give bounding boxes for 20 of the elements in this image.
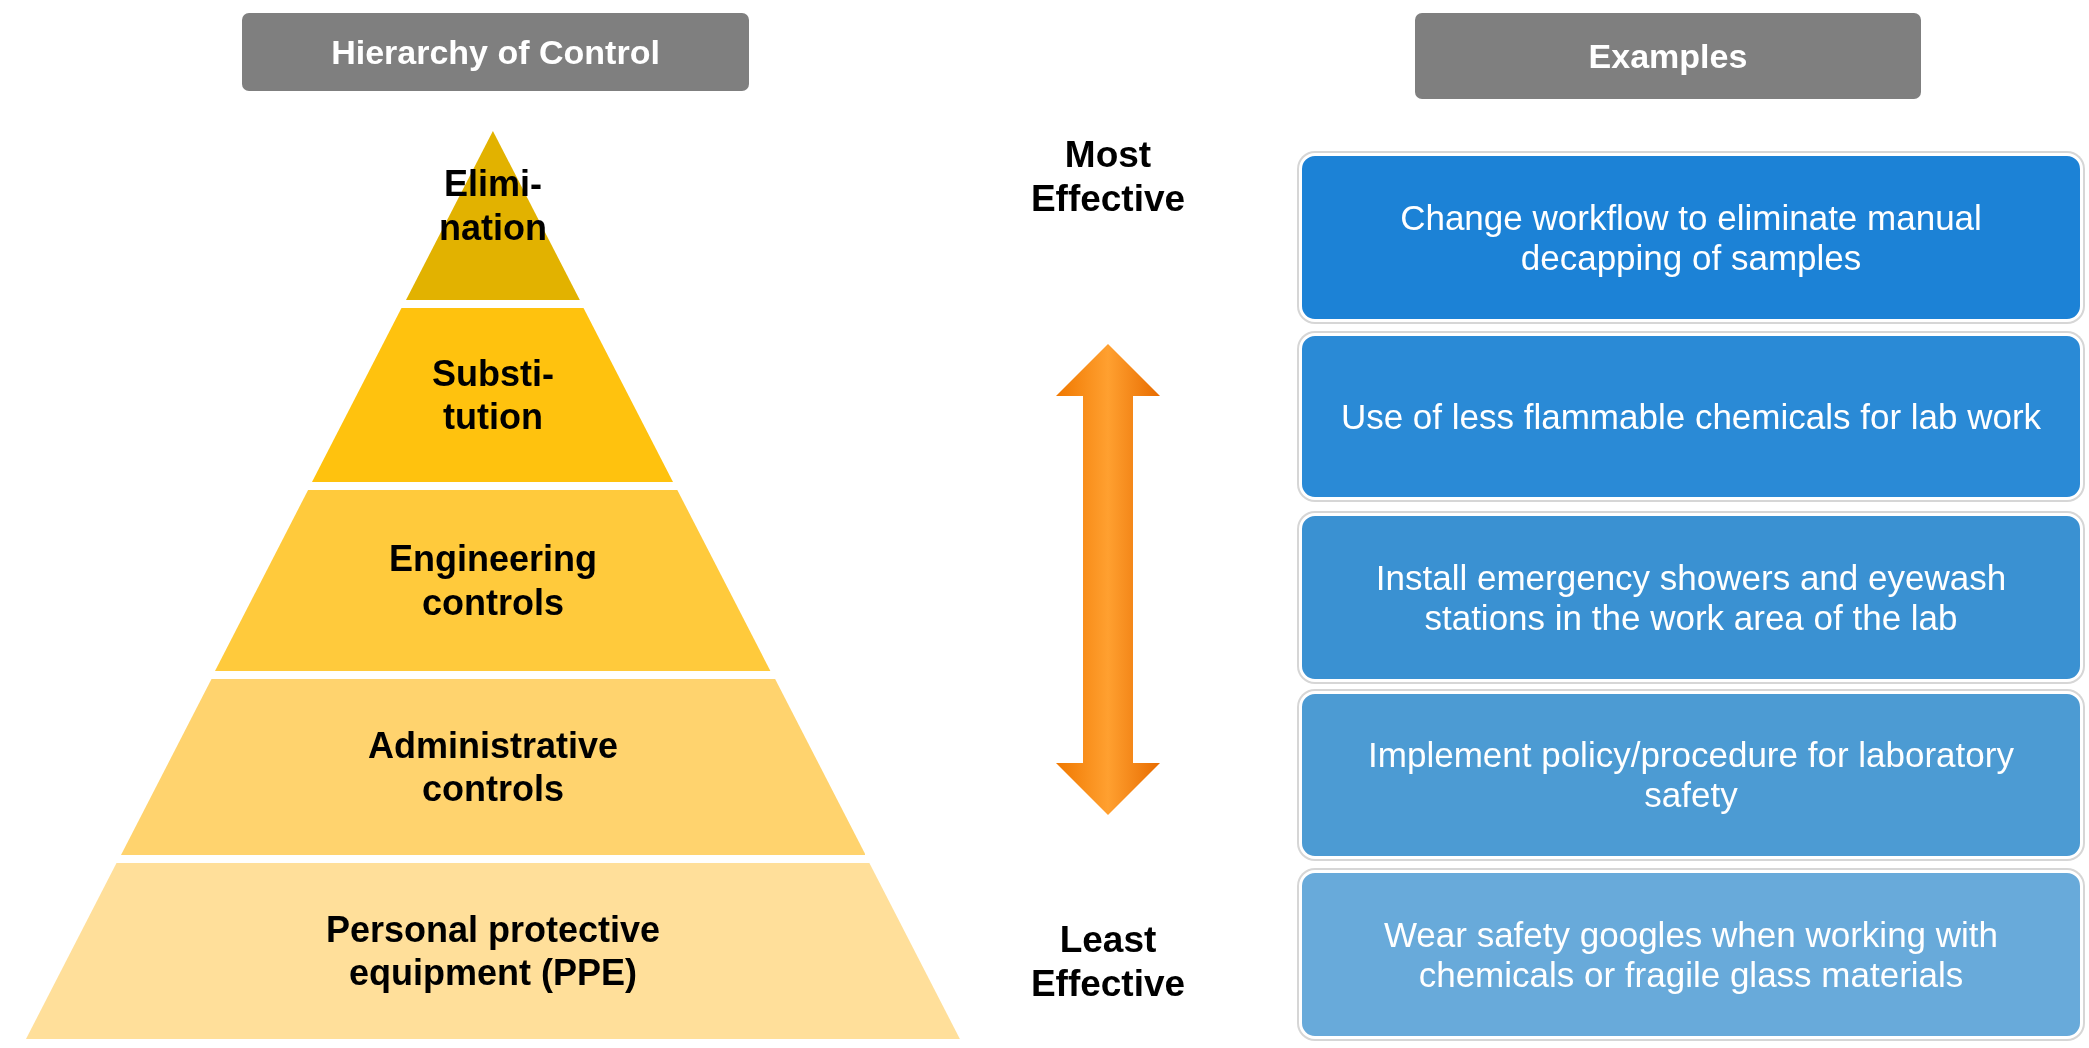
example-text: Use of less flammable chemicals for lab work [1340,396,2042,437]
tier-label: Administrative controls [366,723,619,811]
example-box [1299,333,2083,500]
example-box [1299,870,2083,1039]
example-box [1299,691,2083,859]
example-text: Install emergency showers and eyewash stations in the work area of the lab [1374,557,2008,638]
header-banner [1415,13,1921,99]
header-text: Examples [1588,35,1748,77]
header-banner [242,13,749,91]
effectiveness-label: Least Effective [1029,918,1187,1007]
example-box [1299,153,2083,322]
header-text: Hierarchy of Control [331,31,660,73]
example-box [1299,513,2083,682]
example-text: Change workflow to eliminate manual decapping of samples [1399,197,1983,278]
tier-label: Substi- tution [431,351,555,439]
example-text: Implement policy/procedure for laboratory safety [1367,735,2015,815]
example-text: Wear safety googles when working with chemicals or fragile glass materials [1382,914,2000,995]
tier-label: Engineering controls [387,537,598,624]
tier-label: Personal protective equipment (PPE) [324,907,662,995]
effectiveness-label: Most Effective [1029,133,1187,222]
